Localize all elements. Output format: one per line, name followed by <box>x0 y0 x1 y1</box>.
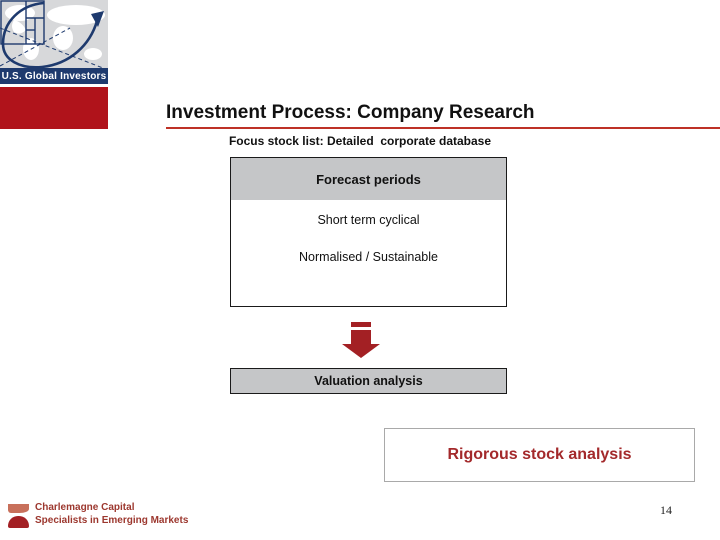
rigorous-stock-analysis-box: Rigorous stock analysis <box>384 428 695 482</box>
footer: Charlemagne Capital Specialists in Emerg… <box>8 502 188 528</box>
slide-subtitle: Focus stock list: Detailed corporate dat… <box>228 134 492 148</box>
slide-title: Investment Process: Company Research <box>166 102 535 123</box>
red-accent-block <box>0 87 108 129</box>
globe-spiral-icon <box>0 0 108 70</box>
title-underline <box>166 127 720 129</box>
charlemagne-capital-icon <box>8 502 29 528</box>
forecast-periods-box: Forecast periods Short term cyclical Nor… <box>230 157 507 307</box>
down-arrow-icon <box>342 322 380 358</box>
charlemagne-icon-dome-shape <box>8 516 29 528</box>
forecast-item-short-term: Short term cyclical <box>317 213 420 227</box>
footer-text: Charlemagne Capital Specialists in Emerg… <box>35 502 188 528</box>
result-box-label: Rigorous stock analysis <box>447 446 632 463</box>
page-number: 14 <box>660 503 672 517</box>
footer-company: Charlemagne Capital <box>35 502 135 513</box>
us-global-investors-wordmark: U.S. Global Investors <box>0 68 108 84</box>
forecast-box-body: Short term cyclical Normalised / Sustain… <box>231 200 506 264</box>
us-global-investors-logo: U.S. Global Investors <box>0 0 108 84</box>
valuation-analysis-box: Valuation analysis <box>230 368 507 394</box>
footer-tagline: Specialists in Emerging Markets <box>35 514 189 526</box>
forecast-box-header: Forecast periods <box>231 158 506 200</box>
charlemagne-icon-top-shape <box>8 504 29 513</box>
forecast-item-normalised: Normalised / Sustainable <box>299 250 438 264</box>
